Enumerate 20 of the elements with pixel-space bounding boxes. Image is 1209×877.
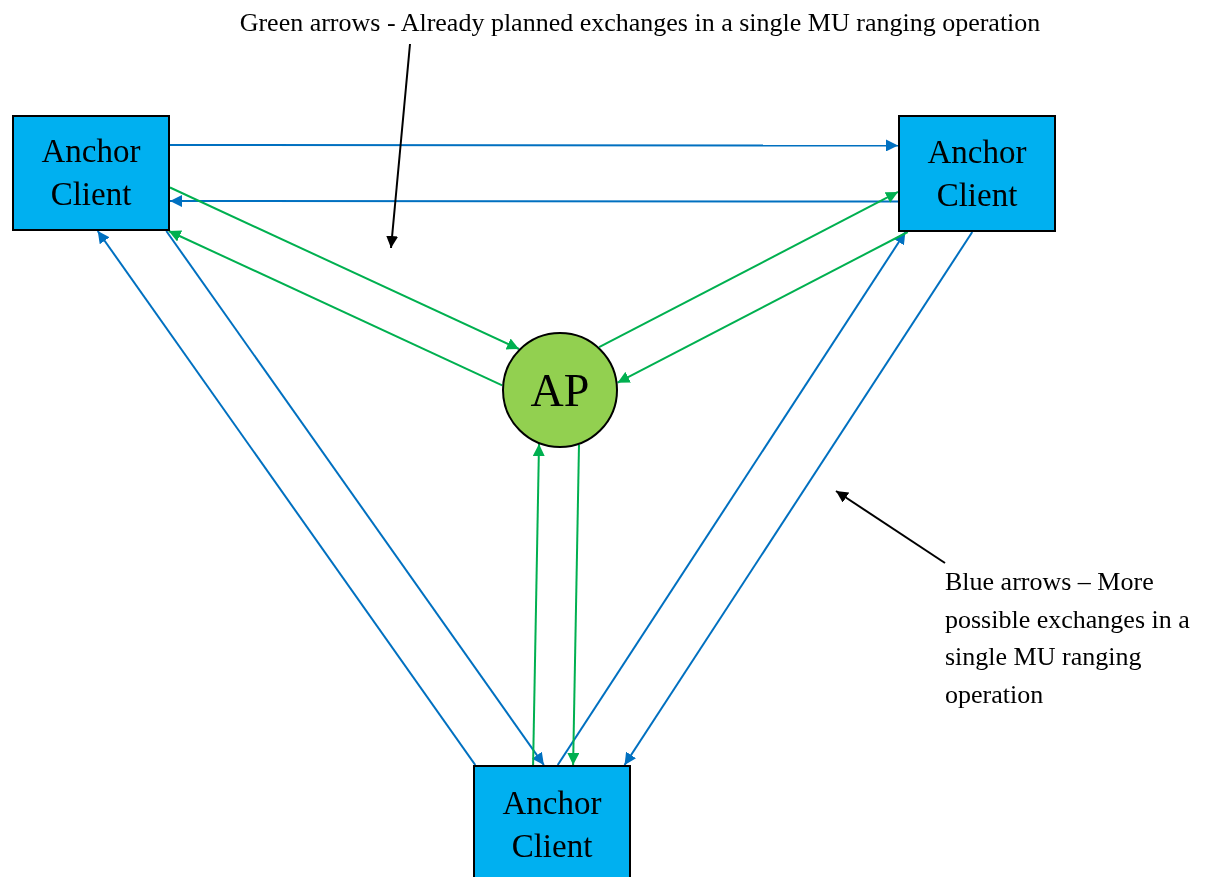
access-point-circle: AP bbox=[502, 332, 618, 448]
client-box: Anchor Client bbox=[473, 765, 631, 877]
arrow bbox=[556, 231, 907, 766]
arrow bbox=[169, 195, 899, 208]
arrow bbox=[96, 230, 477, 766]
arrow bbox=[567, 443, 580, 766]
client-box: Anchor Client bbox=[898, 115, 1056, 232]
arrow bbox=[165, 230, 545, 766]
leader-line bbox=[386, 43, 411, 249]
leader-line bbox=[835, 490, 946, 564]
annotation-text: Green arrows - Already planned exchanges in a single MU ranging operation bbox=[140, 4, 1140, 44]
arrow bbox=[169, 139, 899, 152]
arrow bbox=[532, 443, 545, 766]
arrow bbox=[167, 230, 504, 387]
annotation-text: Blue arrows – More possible exchanges in a single MU ranging operation bbox=[945, 563, 1207, 723]
arrow bbox=[623, 231, 974, 766]
arrow bbox=[598, 191, 899, 349]
arrow bbox=[169, 186, 520, 350]
arrow bbox=[616, 231, 909, 384]
client-box: Anchor Client bbox=[12, 115, 170, 231]
